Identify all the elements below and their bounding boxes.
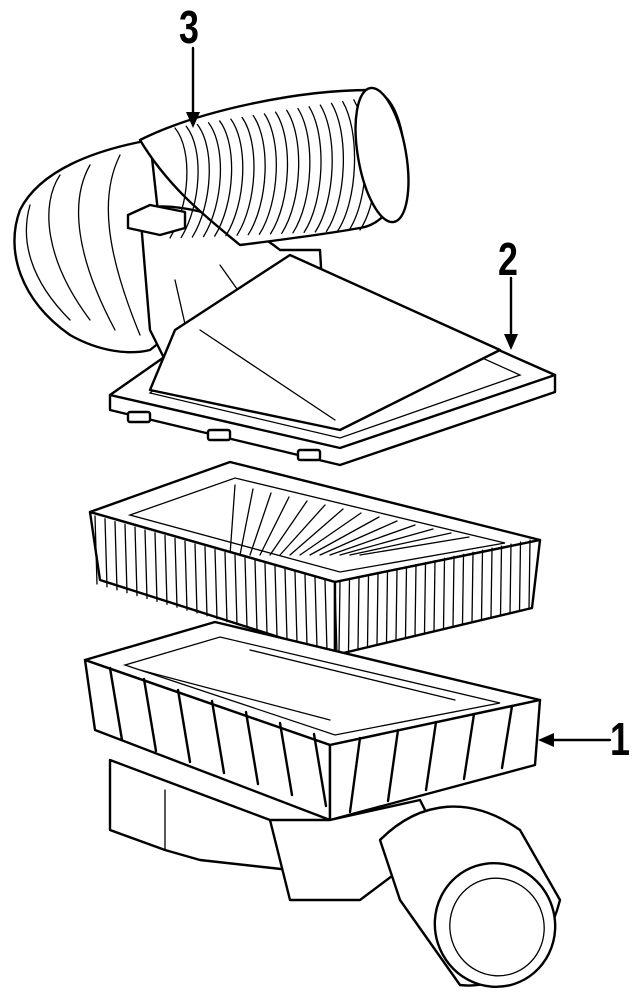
filter-mesh-line xyxy=(249,492,272,556)
filter-pleat xyxy=(490,547,493,619)
hose-rib xyxy=(269,111,289,235)
filter-pleat xyxy=(404,566,408,639)
filter-pleat xyxy=(114,520,118,591)
filter-mesh-line xyxy=(259,496,290,556)
filter-pleat xyxy=(528,539,531,610)
base-rib xyxy=(176,688,192,764)
filter-pleat xyxy=(499,545,503,617)
filter-pleat xyxy=(234,554,238,626)
filter-pleat xyxy=(509,543,512,615)
air-cleaner-base xyxy=(83,620,562,989)
filter-pleat xyxy=(480,549,484,621)
filter-pleat xyxy=(184,540,188,611)
filter-mesh-line xyxy=(239,488,254,556)
hose-rib xyxy=(303,106,322,234)
filter-pleat xyxy=(154,532,158,603)
filter-pleat xyxy=(164,534,168,605)
base-rib xyxy=(210,699,226,775)
hose-rib xyxy=(292,107,311,234)
base-rib xyxy=(244,710,260,786)
filter-mesh-line xyxy=(269,500,308,556)
inlet-duct xyxy=(13,86,410,422)
filter-pleat xyxy=(134,526,138,597)
hose-rib xyxy=(258,113,277,235)
filter-pleat xyxy=(461,553,465,626)
filter-pleat xyxy=(294,571,298,643)
filter-mesh-line xyxy=(309,516,380,556)
hose-rib xyxy=(314,104,333,233)
filter-mesh-line xyxy=(279,504,326,556)
hose-rib xyxy=(191,123,210,238)
base-rib xyxy=(278,721,294,797)
hose-rib xyxy=(325,102,344,233)
filter-mesh-line xyxy=(329,524,416,556)
air-cleaner-cover xyxy=(108,253,557,467)
filter-pleat xyxy=(423,561,427,634)
filter-pleat xyxy=(376,572,379,645)
filter-pleat xyxy=(471,551,474,623)
filter-pleat xyxy=(366,574,370,648)
base-rib xyxy=(142,677,158,753)
filter-pleat xyxy=(334,582,338,655)
filter-pleat xyxy=(224,551,228,623)
filter-pleat xyxy=(124,523,128,594)
filter-pleat xyxy=(254,560,258,632)
filter-pleat xyxy=(385,570,389,643)
filter-pleat xyxy=(395,568,398,641)
filter-pleat xyxy=(304,574,308,646)
hose-rib xyxy=(281,109,300,234)
base-rib xyxy=(386,728,400,803)
base-rib xyxy=(500,704,514,770)
filter-pleat xyxy=(104,518,108,588)
filter-mesh-line xyxy=(289,508,344,556)
base-rib xyxy=(424,720,438,792)
filter-pleat xyxy=(194,543,198,614)
base-rib xyxy=(348,736,362,814)
base-rib xyxy=(462,712,476,781)
filter-mesh-line xyxy=(349,532,452,556)
filter-pleat xyxy=(314,576,318,649)
filter-mesh-line xyxy=(359,536,470,556)
leader-lines xyxy=(186,46,612,747)
hose-rib xyxy=(336,100,356,232)
hose-rib xyxy=(202,122,222,238)
filter-pleat xyxy=(94,515,98,585)
filter-pleat xyxy=(204,546,208,617)
filter-pleat xyxy=(414,563,417,637)
filter-pleat xyxy=(214,548,218,620)
filter-pleat xyxy=(518,541,522,612)
filter-pleat xyxy=(264,562,268,634)
base-rib xyxy=(108,666,124,742)
callout-part-2: 2 xyxy=(498,233,518,285)
callout-part-1: 1 xyxy=(610,713,630,765)
callout-part-3: 3 xyxy=(179,1,199,53)
filter-pleat xyxy=(274,565,278,637)
filter-pleat xyxy=(357,576,360,650)
filter-mesh-line xyxy=(339,528,434,556)
filter-mesh-line xyxy=(229,484,236,556)
hose-rib xyxy=(247,114,266,236)
filter-pleat xyxy=(324,579,328,652)
filter-pleat xyxy=(144,529,148,600)
filter-pleat xyxy=(338,580,341,654)
hose-rib xyxy=(214,120,233,237)
hose-rib xyxy=(225,118,244,237)
base-rib xyxy=(312,732,328,808)
filter-mesh-line xyxy=(319,520,398,556)
filter-pleat xyxy=(452,555,455,628)
filter-pleat xyxy=(244,557,248,629)
filter-mesh-line xyxy=(299,512,362,556)
filter-pleat xyxy=(347,578,351,652)
filter-pleat xyxy=(433,559,436,632)
filter-pleat xyxy=(174,537,178,608)
air-filter-element xyxy=(88,460,542,657)
filter-pleat xyxy=(442,557,446,630)
hose-rib xyxy=(236,116,255,236)
hose-rib xyxy=(180,125,199,239)
filter-pleat xyxy=(284,568,288,640)
